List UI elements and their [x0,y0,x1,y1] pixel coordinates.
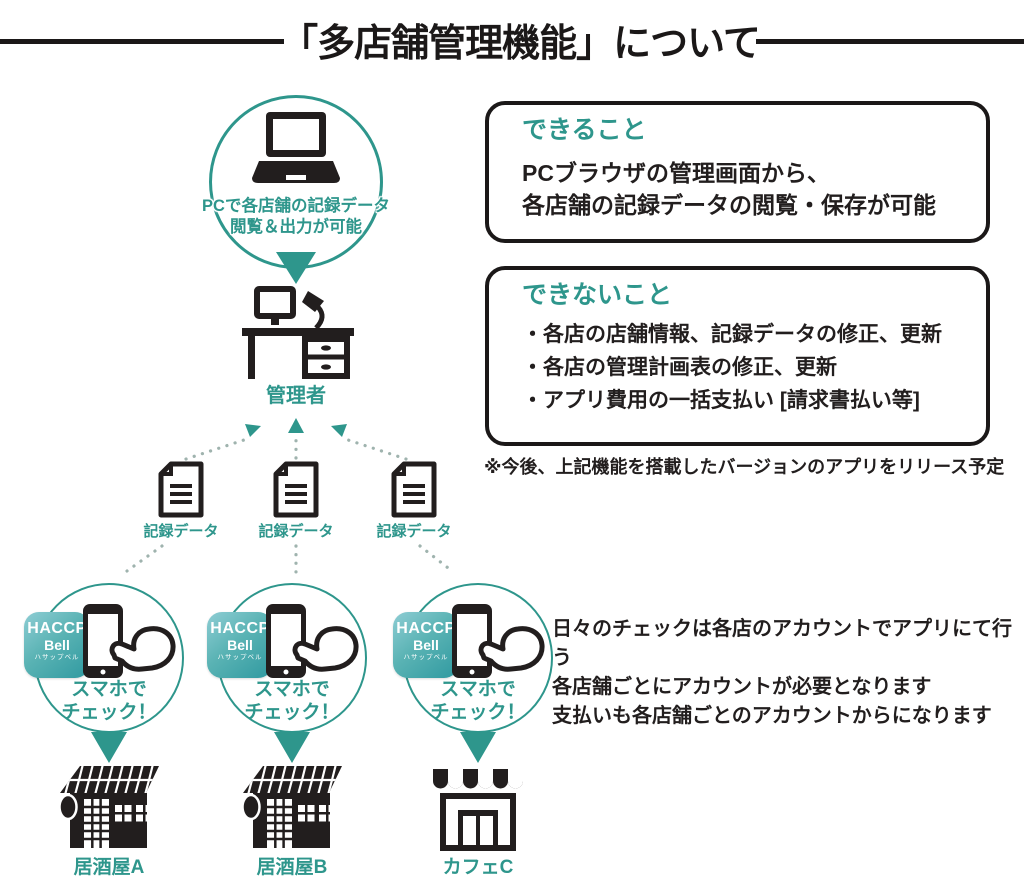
smartphone-node-label: スマホで チェック！ [430,679,526,723]
manager-label: 管理者 [266,385,326,407]
arrow-down-icon [460,732,496,763]
title-rule-right [756,39,1024,44]
smartphone-node-label: スマホで チェック！ [61,679,157,723]
store-label: 居酒屋B [256,857,328,878]
can-do-heading: できること [522,116,647,144]
document-icon [391,461,437,518]
arrow-up-icon [331,424,347,437]
cannot-do-list: ・各店の店舗情報、記録データの修正、更新 ・各店の管理計画表の修正、更新 ・アプ… [522,319,966,417]
record-data-label: 記録データ [376,523,452,540]
app-badge-line1: HACCP [27,620,87,637]
document-icon [273,461,319,518]
document-icon [158,461,204,518]
haccp-bell-app-icon: HACCP Bell ハサップベル [207,612,273,678]
smartphone-tap-icon [452,604,545,678]
arrow-up-icon [245,424,261,437]
arrow-up-icon [288,418,304,433]
account-note-line2: 各店舗ごとにアカウントが必要となります [552,676,932,698]
store-label: 居酒屋A [73,857,145,878]
store-label: カフェC [442,857,514,878]
arrow-down-icon [91,732,127,763]
smartphone-tap-icon [83,604,176,678]
haccp-bell-app-icon: HACCP Bell ハサップベル [24,612,90,678]
page-title: 「多店舗管理機能」について [280,23,761,65]
app-badge-line3: ハサップベル [34,654,80,662]
release-note: ※今後、上記機能を搭載したバージョンのアプリをリリース予定 [484,457,1005,477]
can-do-line1: PCブラウザの管理画面から、 [522,160,830,186]
record-data-label: 記録データ [258,523,334,540]
haccp-bell-app-icon: HACCP Bell ハサップベル [393,612,459,678]
izakaya-store-icon [241,766,342,848]
cannot-do-box: できないこと ・各店の店舗情報、記録データの修正、更新 ・各店の管理計画表の修正… [485,266,990,446]
cannot-do-item: ・アプリ費用の一括支払い [請求書払い等] [522,388,920,412]
smartphone-tap-icon [266,604,359,678]
laptop-icon [252,112,340,183]
smartphone-node-circle: HACCP Bell ハサップベル スマホで チェック！ [393,583,553,733]
smartphone-node-circle: HACCP Bell ハサップベル スマホで チェック！ [24,583,184,733]
account-note-line1: 日々のチェックは各店のアカウントでアプリにて行う [552,618,1012,669]
title-rule-left [0,39,284,44]
account-note-line3: 支払いも各店舗ごとのアカウントからになります [552,705,992,727]
account-note: 日々のチェックは各店のアカウントでアプリにて行う 各店舗ごとにアカウントが必要と… [552,615,1017,731]
can-do-body: PCブラウザの管理画面から、 各店舗の記録データの閲覧・保存が可能 [522,157,966,221]
can-do-line2: 各店舗の記録データの閲覧・保存が可能 [522,192,936,219]
smartphone-node-label: スマホで チェック！ [244,679,340,723]
record-data-label: 記録データ [143,523,219,540]
can-do-box: できること PCブラウザの管理画面から、 各店舗の記録データの閲覧・保存が可能 [485,101,990,243]
desk-workstation-icon [242,286,354,379]
cannot-do-item: ・各店の管理計画表の修正、更新 [522,355,837,379]
cannot-do-item: ・各店の店舗情報、記録データの修正、更新 [522,323,942,346]
cannot-do-heading: できないこと [522,281,673,309]
arrow-down-icon [274,732,310,763]
izakaya-store-icon [58,766,159,848]
app-badge-line2: Bell [44,636,70,653]
pc-node-label: PCで各店舗の記録データ 閲覧＆出力が可能 [181,196,411,237]
pc-node-label-line1: PCで各店舗の記録データ [202,197,390,215]
pc-node-label-line2: 閲覧＆出力が可能 [230,217,362,236]
smartphone-node-circle: HACCP Bell ハサップベル スマホで チェック！ [207,583,367,733]
cafe-store-icon [433,769,523,851]
